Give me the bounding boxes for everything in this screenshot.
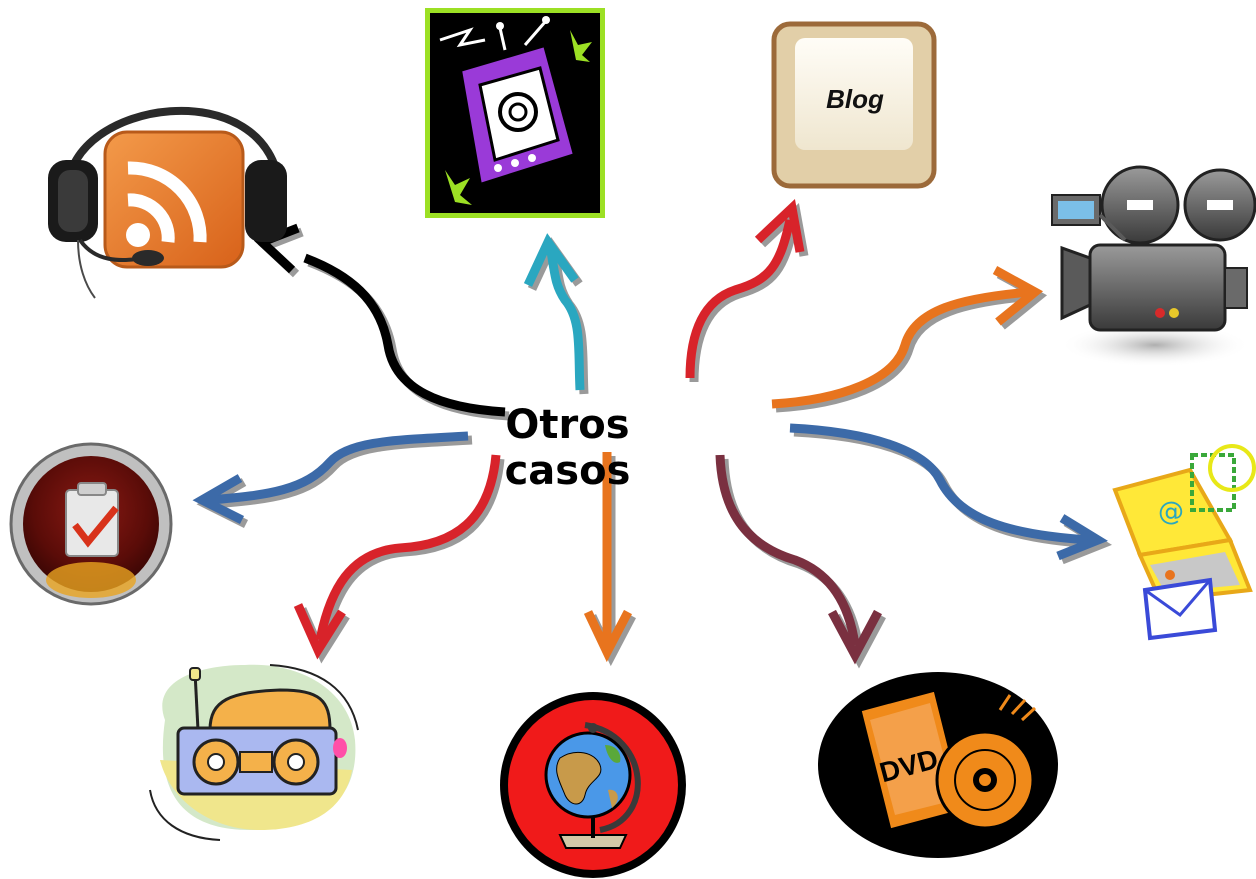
arrow-to-video	[771, 266, 1048, 413]
arrow-to-tasks	[192, 431, 473, 529]
central-topic-line-1: Otros	[505, 402, 630, 448]
arrow-to-blog	[685, 199, 809, 383]
central-topic-label: Otros casos	[490, 402, 645, 494]
arrow-to-tv	[523, 233, 589, 395]
video-camera-icon	[1051, 165, 1256, 367]
clipboard-checkmark-icon	[9, 442, 173, 606]
arrow-to-dvd	[715, 454, 886, 669]
globe-icon	[500, 692, 686, 878]
svg-text:@: @	[1158, 497, 1184, 527]
arrow-line-podcast	[303, 253, 506, 417]
dvd-disc-icon: DVD	[818, 672, 1058, 858]
arrow-to-email	[789, 423, 1113, 565]
central-topic-line-2: casos	[504, 448, 631, 494]
podcast-rss-headphones-icon	[48, 106, 287, 299]
email-laptop-icon: @	[1112, 444, 1256, 641]
arrow-to-radio	[293, 454, 505, 664]
blog-keyboard-key-icon: Blog	[771, 21, 937, 189]
connector-arrows	[192, 199, 1113, 669]
blog-key-label: Blog	[826, 84, 884, 114]
radio-boombox-icon	[149, 664, 359, 841]
retro-television-icon	[425, 8, 605, 218]
arrow-to-globe	[583, 452, 636, 667]
arrow-to-podcast	[253, 223, 510, 421]
